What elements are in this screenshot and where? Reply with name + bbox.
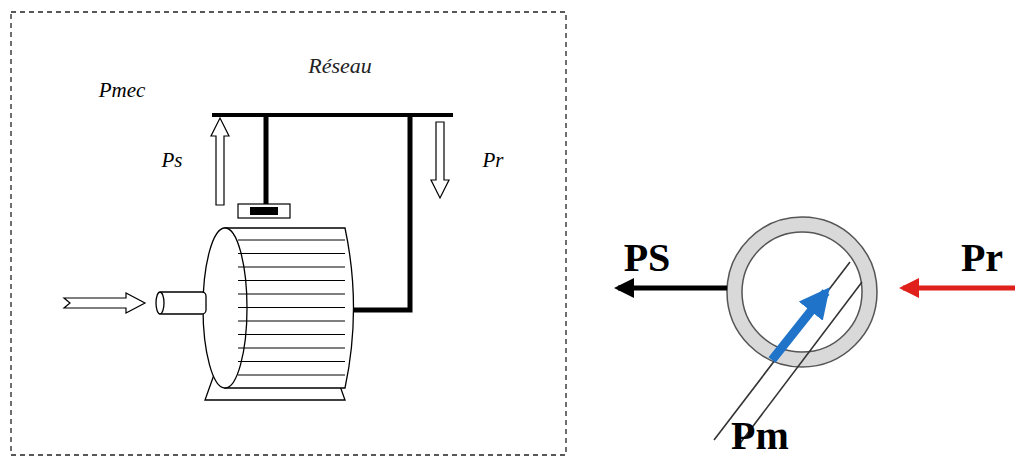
power-label: Pm <box>731 416 789 456</box>
terminal-box <box>250 207 278 215</box>
rotor-power-arrow <box>431 122 449 198</box>
dashed-frame <box>11 12 566 455</box>
stator-wire <box>264 115 269 206</box>
stator-power-arrow <box>211 118 229 205</box>
power-label: PS <box>624 238 671 278</box>
terminal-box <box>238 204 290 218</box>
power-label: Ps <box>162 150 183 171</box>
machine-drawing <box>156 228 354 400</box>
rotor-wire <box>350 115 410 310</box>
machine-symbol <box>714 217 877 446</box>
grid-label: Réseau <box>308 55 372 77</box>
stator-flow-arrow <box>618 286 727 291</box>
grid-bus <box>212 113 453 117</box>
power-label: Pmec <box>99 80 146 101</box>
power-label: Pr <box>483 150 504 171</box>
mechanical-power-arrow <box>64 293 145 313</box>
power-label: Pr <box>961 238 1003 278</box>
rotor-flow-arrow <box>903 286 1015 291</box>
